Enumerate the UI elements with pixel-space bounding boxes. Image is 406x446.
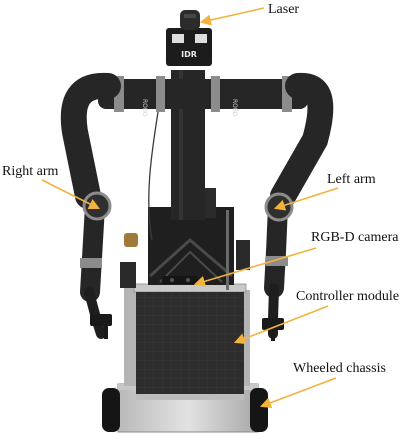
- head: IDR: [166, 10, 212, 66]
- right-joint-text: ROBO: [141, 99, 148, 117]
- robot: ROBO ROBO IDR: [60, 10, 334, 433]
- controller-module-arrow: [233, 305, 329, 344]
- right-arm: [60, 72, 121, 339]
- wheeled-chassis-arrow: [259, 377, 337, 409]
- controller-module-label: Controller module: [296, 289, 399, 304]
- laser-arrow: [199, 7, 265, 26]
- right-arm-label: Right arm: [2, 164, 58, 179]
- left-joint-text: ROBO: [231, 99, 238, 117]
- head-logo: IDR: [181, 50, 197, 59]
- laser-label: Laser: [268, 2, 299, 17]
- rgbd-camera-arrow: [193, 247, 317, 287]
- right-rear-wheel: [250, 388, 268, 432]
- wheeled-chassis-label: Wheeled chassis: [293, 361, 386, 376]
- laser-sensor: [180, 10, 200, 30]
- callout-labels: Laser Right arm Left arm RGB-D camera Co…: [2, 2, 399, 376]
- callout-arrows: [41, 7, 339, 409]
- shoulder-beam: ROBO ROBO: [98, 76, 308, 117]
- left-arm-label: Left arm: [327, 172, 376, 187]
- right-arm-arrow: [41, 179, 101, 210]
- left-arm-arrow: [273, 187, 339, 211]
- rgbd-camera-label: RGB-D camera: [311, 230, 399, 245]
- controller-module: [133, 283, 247, 400]
- rgbd-camera-body: [162, 276, 198, 284]
- left-rear-wheel: [102, 388, 120, 432]
